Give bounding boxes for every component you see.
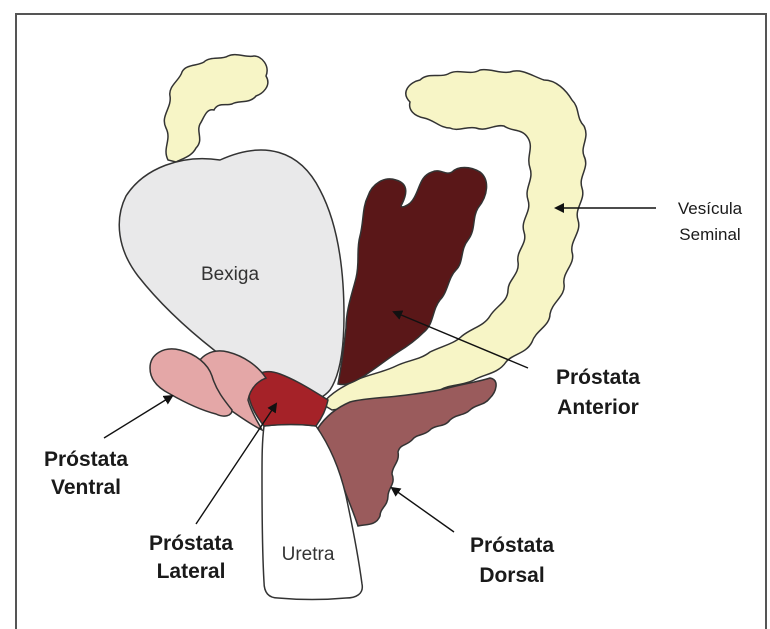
lateral-prostate-label: Próstata Lateral — [149, 532, 233, 583]
lateral-prostate-label-line2: Lateral — [157, 560, 226, 583]
urethra-label: Uretra — [282, 544, 335, 565]
seminal-vesicle-label: Vesícula Seminal — [678, 199, 743, 244]
lateral-prostate-label-line1: Próstata — [149, 532, 233, 555]
bladder-label: Bexiga — [201, 264, 260, 285]
dorsal-prostate-label: Próstata Dorsal — [470, 534, 554, 587]
ventral-prostate-label-line2: Ventral — [51, 476, 121, 499]
anterior-prostate-label-line1: Próstata — [556, 366, 640, 389]
anterior-prostate-label-line2: Anterior — [557, 396, 639, 419]
ventral-prostate-label: Próstata Ventral — [44, 448, 128, 499]
seminal-vesicle-left — [164, 55, 268, 162]
dorsal-prostate-label-line1: Próstata — [470, 534, 554, 557]
seminal-vesicle-label-line2: Seminal — [679, 225, 740, 244]
ventral-prostate-label-line1: Próstata — [44, 448, 128, 471]
seminal-vesicle-label-line1: Vesícula — [678, 199, 743, 218]
dorsal-prostate-label-line2: Dorsal — [479, 564, 544, 587]
anterior-prostate-label: Próstata Anterior — [556, 366, 640, 419]
dorsal-prostate-arrow — [392, 488, 454, 532]
ventral-prostate-arrow — [104, 396, 172, 438]
